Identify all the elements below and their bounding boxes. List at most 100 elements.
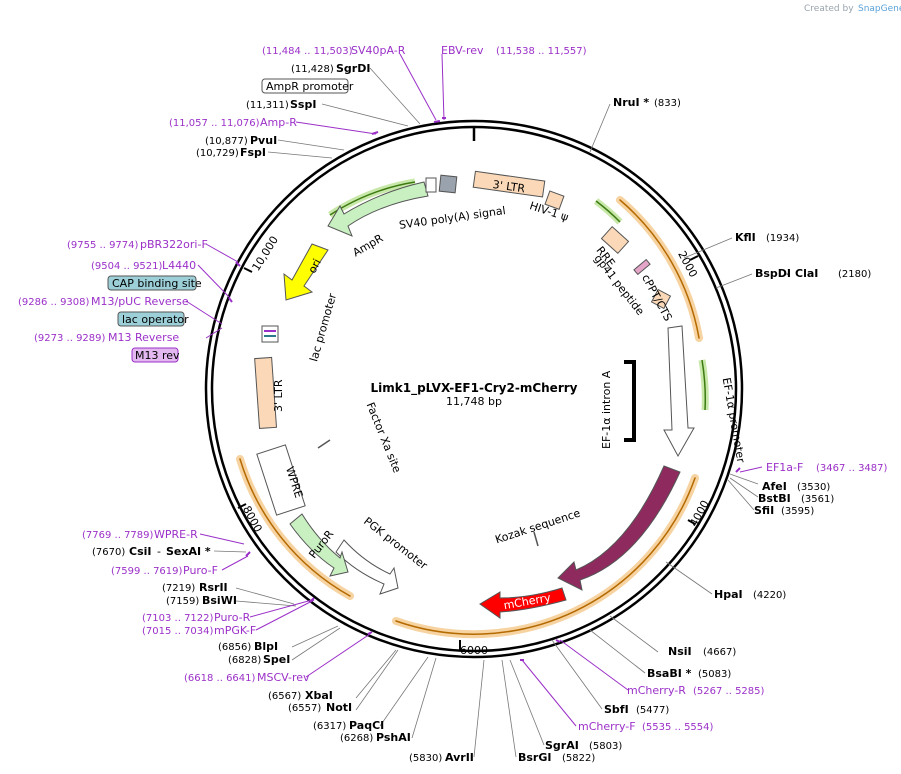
scale-ticks	[237, 255, 699, 650]
primer-m13rev-pos: (9273 .. 9289)	[34, 333, 106, 344]
enzyme-bstbi: BstBI	[758, 492, 791, 505]
ampr-promoter-tag	[261, 78, 349, 94]
enzyme-sgrai-pos: (5803)	[589, 741, 622, 752]
enzyme-clai-pos: (2180)	[838, 269, 871, 280]
enzyme-sfii-pos: (3595)	[781, 506, 814, 517]
backbone-outer	[204, 119, 744, 659]
primer-mscv-rev-pos: (6618 .. 6641)	[184, 673, 256, 684]
primer-mcherry-r: mCherry-R	[627, 684, 686, 697]
csii-dash: -	[157, 545, 161, 558]
enzyme-sfii: SfiI	[754, 504, 774, 517]
rre-box	[600, 225, 630, 255]
enzyme-sspi-pos: (11,311)	[246, 100, 289, 111]
primer-l4440-pos: (9504 .. 9521)	[91, 261, 163, 272]
enzyme-noti: NotI	[326, 701, 352, 714]
enzyme-nsii: NsiI	[668, 645, 692, 658]
primer-ef1a-f-pos: (3467 .. 3487)	[816, 463, 888, 474]
enzyme-paqci: PaqCI	[349, 719, 384, 732]
primer-mscv-rev: MSCV-rev	[257, 671, 310, 684]
gp41-box	[633, 258, 651, 276]
enzyme-afei-pos: (3530)	[797, 482, 830, 493]
primer-puro-f: Puro-F	[183, 564, 218, 577]
enzyme-labels: NruI * (833) KflI (1934) BspDI ClaI (218…	[92, 62, 871, 764]
primer-ebv-rev-pos: (11,538 .. 11,557)	[496, 46, 587, 57]
ampr-label: AmpR	[350, 232, 385, 260]
enzyme-csii: CsiI	[129, 545, 151, 558]
enzyme-avrii: AvrII	[445, 751, 474, 764]
primer-m13puc: M13/pUC Reverse	[91, 295, 189, 308]
snapgene-logo: SnapGene	[858, 4, 901, 14]
enzyme-fspi: FspI	[240, 146, 266, 159]
enzyme-pvui-pos: (10,877)	[205, 136, 248, 147]
enzyme-bstbi-pos: (3561)	[801, 494, 834, 505]
enzyme-sgrdi: SgrDI	[336, 62, 370, 75]
factor-xa-label: Factor Xa site	[364, 400, 404, 474]
m13-rev-tag-label: M13 rev	[135, 349, 180, 362]
hiv-psi-box	[544, 190, 565, 210]
primer-lines	[185, 53, 763, 727]
factor-xa-mark	[317, 439, 331, 449]
enzyme-bsrgi: BsrGI	[518, 751, 551, 764]
enzyme-sbfi: SbfI	[604, 703, 629, 716]
cap-site-tag-label: CAP binding site	[112, 277, 202, 290]
orange-arcs	[236, 196, 703, 639]
enzyme-csii-pos: (7670)	[92, 547, 125, 558]
primer-mpgk-f: mPGK-F	[214, 624, 256, 637]
enzyme-bsabi-pos: (5083)	[698, 669, 731, 680]
primer-labels: (11,484 .. 11,503) SV40pA-R EBV-rev (11,…	[18, 44, 888, 733]
primer-ticks	[228, 117, 741, 661]
enzyme-rsrii: RsrII	[199, 581, 228, 594]
ampr-promoter-tag-label: AmpR promoter	[266, 80, 354, 93]
primer-mcherry-r-pos: (5267 .. 5285)	[693, 686, 765, 697]
ampr-arrow	[327, 181, 429, 237]
primer-puro-r-pos: (7103 .. 7122)	[142, 613, 214, 624]
lac-promoter-label: lac promoter	[307, 291, 339, 363]
enzyme-nsii-pos: (4667)	[703, 647, 736, 658]
scale-10000: 10,000	[250, 234, 281, 274]
enzyme-bsiwi-pos: (7159)	[166, 596, 199, 607]
primer-mcherry-f-pos: (5535 .. 5554)	[642, 722, 714, 733]
enzyme-noti-pos: (6557)	[288, 703, 321, 714]
bspdi-dash: -	[786, 267, 790, 280]
enzyme-sexai: SexAI *	[166, 545, 211, 558]
primer-ebv-rev: EBV-rev	[441, 44, 484, 57]
kozak-mark	[533, 531, 539, 547]
enzyme-hpai-pos: (4220)	[753, 590, 786, 601]
ori-arrow	[283, 243, 329, 301]
enzyme-afei: AfeI	[762, 480, 787, 493]
enzyme-blpi-pos: (6856)	[218, 642, 251, 653]
sv40-box	[438, 174, 458, 194]
enzyme-blpi: BlpI	[254, 640, 278, 653]
ef1a-intron-bar	[624, 360, 636, 442]
primer-puro-r: Puro-R	[214, 611, 251, 624]
scale-6000: 6000	[460, 644, 488, 657]
primer-wpre-r: WPRE-R	[154, 528, 198, 541]
enzyme-spei-pos: (6828)	[228, 655, 261, 666]
enzyme-hpai: HpaI	[714, 588, 743, 601]
enzyme-sspi: SspI	[290, 98, 316, 111]
leader-lines	[213, 67, 759, 758]
ori-label: ori	[306, 257, 324, 276]
primer-sv40pa-r: SV40pA-R	[351, 44, 406, 57]
cry2phr-arrow	[557, 465, 681, 591]
primer-pbr322ori-f: pBR322ori-F	[140, 238, 208, 251]
enzyme-sgrdi-pos: (11,428)	[291, 64, 334, 75]
m13-rev-tag	[131, 347, 179, 363]
enzyme-bsabi: BsaBI *	[647, 667, 692, 680]
lac-promoter-marker	[261, 325, 279, 343]
primer-mpgk-f-pos: (7015 .. 7034)	[142, 626, 214, 637]
kozak-label: Kozak sequence	[493, 507, 582, 547]
enzyme-pshai: PshAI	[376, 731, 411, 744]
sv40-label: SV40 poly(A) signal	[398, 204, 506, 232]
enzyme-bsrgi-pos: (5822)	[562, 753, 595, 764]
primer-mcherry-f: mCherry-F	[578, 720, 636, 733]
enzyme-avrii-pos: (5830)	[409, 753, 442, 764]
ampr-promoter-box	[425, 177, 437, 193]
enzyme-bsiwi: BsiWI	[202, 594, 237, 607]
primer-m13puc-pos: (9286 .. 9308)	[18, 297, 90, 308]
gp41-label: gp41 peptide	[591, 252, 647, 318]
ltr3-left-label: 3' LTR	[272, 379, 285, 412]
enzyme-paqci-pos: (6317)	[313, 721, 346, 732]
enzyme-pvui: PvuI	[250, 134, 277, 147]
ltr3-top-box	[472, 170, 546, 198]
